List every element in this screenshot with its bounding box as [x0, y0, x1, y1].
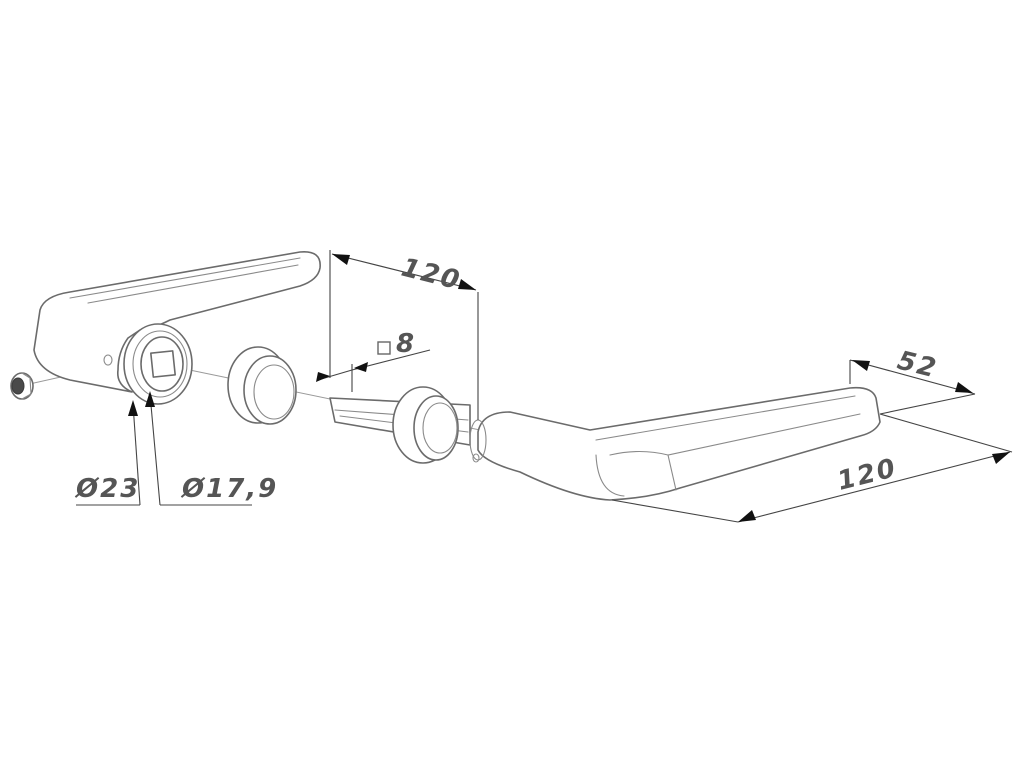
square-symbol-icon	[377, 341, 391, 355]
dim-label-spindle-square: 8	[396, 329, 416, 359]
dimension-diameters: Ø23 Ø17,9	[74, 391, 278, 506]
left-handle	[33, 251, 321, 405]
dim-label-rose-depth: 120	[398, 253, 464, 297]
second-rose-ring	[392, 386, 459, 464]
dim-label-handle-length: 120	[834, 453, 900, 497]
dim-label-inner-diameter: Ø17,9	[180, 474, 278, 504]
dim-label-outer-diameter: Ø23	[74, 474, 140, 504]
right-handle	[469, 386, 881, 501]
dimension-spindle-square: 8	[316, 329, 431, 392]
rose-ring	[227, 346, 297, 425]
grub-screw	[10, 372, 34, 400]
dim-label-handle-depth: 52	[894, 346, 940, 385]
